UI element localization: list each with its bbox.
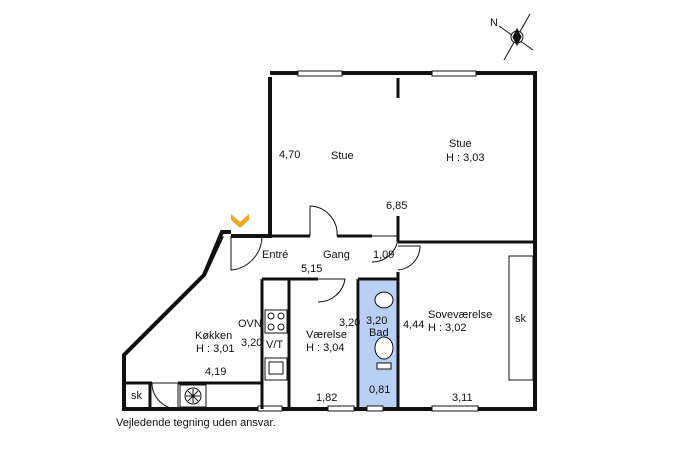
windows [257,70,479,412]
koekken-width-dim: 3,20 [241,337,262,349]
door-swings [151,205,421,410]
vaerelse-height: H : 3,04 [306,342,345,354]
sovevaerelse-depth-dim: 4,44 [403,319,424,331]
sovevaerelse-width-dim: 3,11 [452,392,473,404]
sovevaerelse-height: H : 3,02 [428,322,467,334]
vaerelse-width-dim: 1,82 [316,392,337,404]
vaerelse-label: Værelse [306,329,347,341]
kitchen-counter [264,309,288,381]
bad-width-dim: 0,81 [369,384,390,396]
koekken-length-dim: 4,19 [205,366,226,378]
sk-bedroom-label: sk [515,313,527,325]
sovevaerelse-label: Soveværelse [428,309,492,321]
stue-height: H : 3,03 [446,152,485,164]
compass-north-label: N [490,17,498,29]
disclaimer-text: Vejledende tegning uden ansvar. [116,417,276,429]
vaerelse-depth-dim: 3,20 [339,317,360,329]
wardrobe [508,255,534,381]
koekken-height: H : 3,01 [196,343,235,355]
koekken-label: Køkken [195,330,232,342]
vt-label: V/T [266,339,283,351]
gang-label: Gang [323,249,350,261]
ovn-label: OVN [238,318,262,330]
interior-walls [124,78,535,409]
gang-length-dim: 5,15 [301,263,322,275]
stue-label-2: Stue [449,138,472,150]
bad-label: Bad [369,327,389,339]
sk-kitchen-label: sk [131,390,143,402]
stue-length-dim: 6,85 [386,200,407,212]
fan-icon [179,384,207,408]
stue-label-1: Stue [331,150,354,162]
bad-depth-dim: 3,20 [366,315,387,327]
bathroom-fixtures [374,291,394,370]
stue-width-dim: 4,70 [279,149,300,161]
compass-rose-icon [498,13,534,61]
entry-arrow-icon [231,214,249,228]
gang-width-dim: 1,09 [373,249,394,261]
entre-label: Entré [262,249,288,261]
outer-walls [122,71,537,411]
